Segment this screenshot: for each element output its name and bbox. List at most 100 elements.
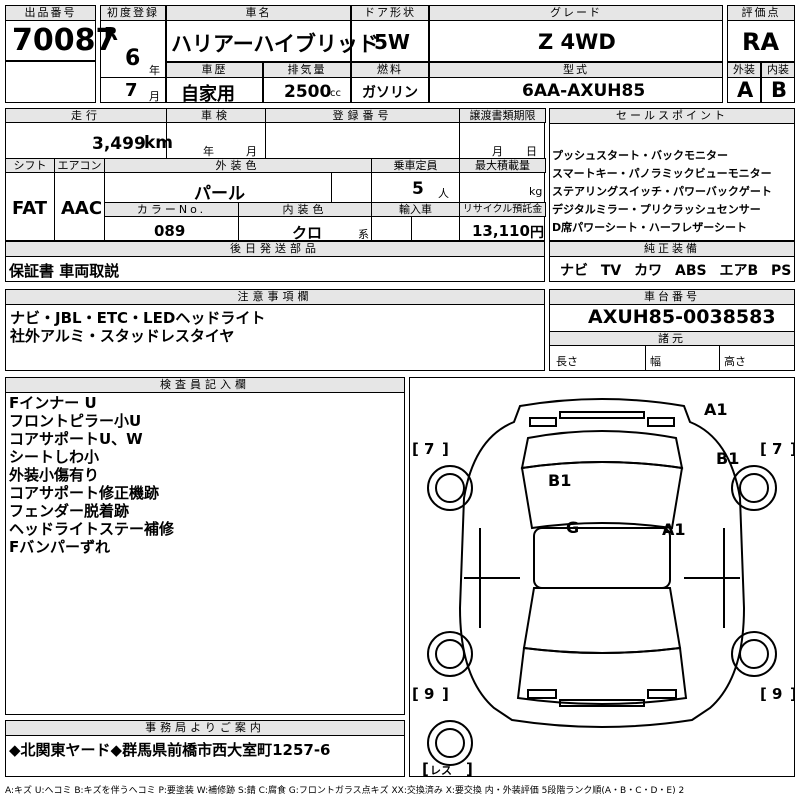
lot-number: 70087 xyxy=(12,23,117,58)
svg-text:]: ] xyxy=(466,760,473,776)
equipment-item: カワ xyxy=(634,263,663,279)
year-unit: 年 xyxy=(149,64,160,77)
mileage-label: 走行 xyxy=(5,108,167,123)
damage-mark-g: G xyxy=(566,518,579,537)
sales-point: デジタルミラー・プリクラッシュセンサー xyxy=(552,203,761,216)
equipment-item: ABS xyxy=(675,263,707,279)
month-unit: 月 xyxy=(149,90,160,103)
genuine-equipment-label: 純正装備 xyxy=(550,242,794,257)
grade-box: グレード Z 4WD xyxy=(429,5,723,62)
inspector-box: 検査員記入欄 Fインナー U フロントピラー小U コアサポートU、W シートしわ… xyxy=(5,377,405,715)
car-name-box: 車名 ハリアーハイブリッド xyxy=(166,5,379,62)
svg-text:[: [ xyxy=(760,440,767,458)
office-notice-label: 事務局よりご案内 xyxy=(6,721,404,736)
inspection-year-unit: 年 xyxy=(203,145,214,158)
exterior-grade-label: 外装 xyxy=(728,63,760,78)
genuine-equipment-list: ナビ TV カワ ABS エアB PS PW xyxy=(560,260,800,280)
damage-mark-a1-center: A1 xyxy=(662,520,686,539)
interior-grade-label: 内装 xyxy=(762,63,794,78)
transfer-day-unit: 日 xyxy=(526,145,537,158)
details-grid: 走行 車検 登録番号 譲渡書類期限 3,499 km 年 月 月 日 シフト エ… xyxy=(5,108,546,242)
door-label: ドア形状 xyxy=(352,6,428,21)
chassis-box: 車台番号 AXUH85-0038583 諸元 長さ 幅 高さ xyxy=(549,289,795,371)
car-name: ハリアーハイブリッド xyxy=(171,32,379,56)
notes-list: ナビ・JBL・ETC・LEDヘッドライト 社外アルミ・スタッドレスタイヤ xyxy=(10,309,265,345)
car-name-label: 車名 xyxy=(167,6,350,21)
sales-points-list: プッシュスタート・バックモニター スマートキー・パノラミックビューモニター ステ… xyxy=(552,147,772,237)
shift: FAT xyxy=(12,198,48,219)
note-line: 社外アルミ・スタッドレスタイヤ xyxy=(10,327,235,345)
model-code-box: 型式 6AA-AXUH85 xyxy=(429,62,723,103)
recycle-deposit: 13,110 xyxy=(472,222,530,240)
displacement-box: 排気量 2500 cc xyxy=(263,62,351,103)
equipment-item: TV xyxy=(600,263,622,279)
chassis-label: 車台番号 xyxy=(550,290,794,305)
svg-text:[: [ xyxy=(760,685,767,703)
history: 自家用 xyxy=(181,84,235,105)
score-box: 評価点 RA xyxy=(727,5,795,62)
equipment-item: PS xyxy=(771,263,792,279)
inspector-line: コアサポート修正機跡 xyxy=(9,484,160,502)
damage-mark-b1-center: B1 xyxy=(548,471,571,490)
interior-grade: B xyxy=(771,78,788,102)
spare-tire: レス xyxy=(430,764,452,776)
interior-color: クロ xyxy=(292,224,323,242)
interior-color-label: 内装色 xyxy=(238,202,372,217)
inspection-month-unit: 月 xyxy=(246,145,257,158)
grade: Z 4WD xyxy=(538,30,616,54)
tire-depth-front-right: 7 xyxy=(772,440,782,458)
mileage-unit: km xyxy=(144,133,174,153)
mileage: 3,499 xyxy=(92,134,146,154)
office-notice: ◆北関東ヤード◆群馬県前橋市西大室町1257-6 xyxy=(9,741,331,759)
car-diagram-box: [ ] [ ] [ ] [ ] [ ] 7 7 9 9 レス A1 B1 B1 … xyxy=(409,377,795,777)
inspector-label: 検査員記入欄 xyxy=(6,378,404,393)
month: 7 xyxy=(125,80,138,101)
score: RA xyxy=(742,28,780,56)
tire-depth-rear-right: 9 xyxy=(772,685,782,703)
exterior-grade-box: 外装 A xyxy=(727,62,761,103)
displacement-unit: cc xyxy=(330,88,341,99)
color-number: 089 xyxy=(154,222,186,240)
svg-text:]: ] xyxy=(790,685,794,703)
inspector-line: Fインナー U xyxy=(9,394,97,412)
fuel: ガソリン xyxy=(362,85,418,101)
capacity: 5 xyxy=(412,179,424,199)
first-registration-label: 初度登録 xyxy=(101,6,165,21)
aircon: AAC xyxy=(61,198,103,219)
notes-box: 注意事項欄 ナビ・JBL・ETC・LEDヘッドライト 社外アルミ・スタッドレスタ… xyxy=(5,289,545,371)
sales-points-box: セールスポイント プッシュスタート・バックモニター スマートキー・パノラミックビ… xyxy=(549,108,795,241)
later-parts-label: 後日発送部品 xyxy=(6,242,544,257)
shift-label: シフト xyxy=(5,158,55,173)
notes-label: 注意事項欄 xyxy=(6,290,544,305)
max-load-label: 最大積載量 xyxy=(459,158,546,173)
sales-point: ステアリングスイッチ・パワーバックゲート xyxy=(552,185,772,198)
exterior-color-label: 外装色 xyxy=(104,158,372,173)
import-label: 輸入車 xyxy=(371,202,460,217)
inspector-line: 外装小傷有り xyxy=(9,466,100,484)
max-load-unit: kg xyxy=(529,185,543,198)
svg-text:[: [ xyxy=(422,760,429,776)
inspector-line: コアサポートU、W xyxy=(9,430,143,448)
height-label: 高さ xyxy=(724,355,746,368)
recycle-deposit-label: リサイクル預託金 xyxy=(459,202,546,217)
inspector-line: シートしわ小 xyxy=(9,448,100,466)
tire-depth-rear-left: 9 xyxy=(424,685,434,703)
model-code-label: 型式 xyxy=(430,63,722,78)
capacity-unit: 人 xyxy=(438,187,449,200)
first-registration-box: 初度登録 R 6 年 7 月 xyxy=(100,5,166,103)
interior-color-unit: 系 xyxy=(358,228,369,241)
length-label: 長さ xyxy=(556,355,578,368)
svg-text:[: [ xyxy=(412,440,419,458)
recycle-deposit-unit: 円 xyxy=(530,225,544,241)
damage-legend: A:キズ U:ヘコミ B:キズを伴うヘコミ P:要塗装 W:補修跡 S:錆 C:… xyxy=(5,786,685,796)
history-label: 車歴 xyxy=(167,63,262,78)
lot-blank-box xyxy=(5,61,96,103)
era: R xyxy=(104,24,118,45)
door-type: 5W xyxy=(374,30,410,54)
exterior-color: パール xyxy=(194,184,245,204)
later-parts: 保証書 車両取説 xyxy=(9,262,120,280)
transfer-deadline-label: 譲渡書類期限 xyxy=(459,108,546,123)
transfer-month-unit: 月 xyxy=(492,145,503,158)
equipment-item: エアB xyxy=(719,263,759,279)
capacity-label: 乗車定員 xyxy=(371,158,460,173)
